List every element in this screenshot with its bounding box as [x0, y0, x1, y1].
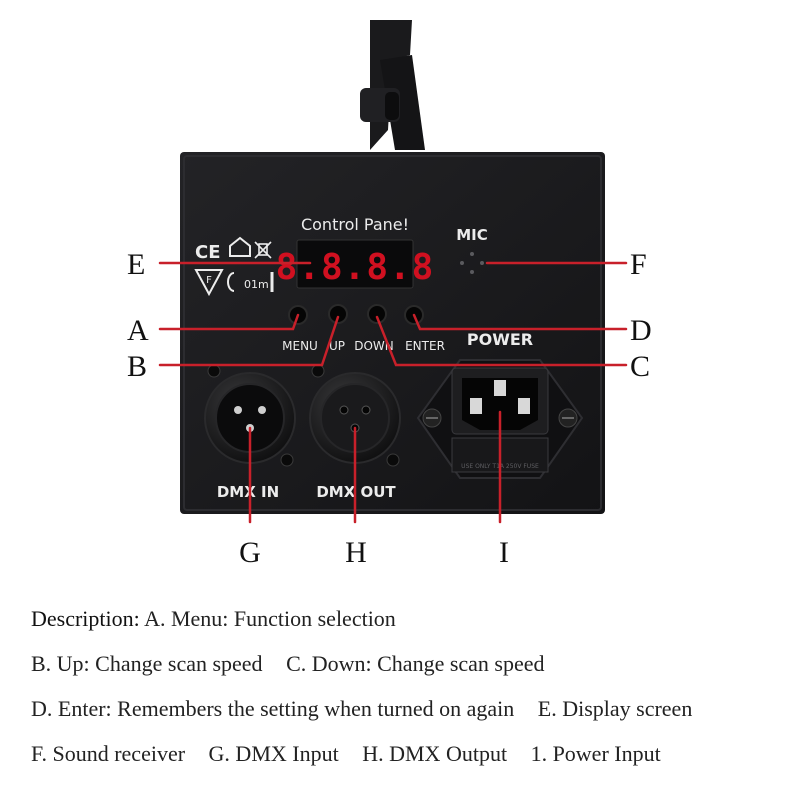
device-diagram: Control Pane! CE F 01m 8.8.8.8 MIC MENU … [127, 20, 652, 569]
description-g: G. DMX Input [208, 741, 339, 766]
distance-mark: 01m [227, 272, 274, 292]
callout-h: H [345, 536, 367, 569]
description-b: B. Up: Change scan speed [31, 651, 263, 676]
bin-icon [254, 241, 272, 259]
description-e: E. Display screen [537, 696, 693, 721]
down-button[interactable] [367, 304, 387, 324]
description-line-2: B. Up: Change scan speed C. Down: Change… [31, 651, 791, 677]
up-label: UP [329, 339, 345, 353]
menu-label: MENU [282, 339, 318, 353]
led-display-value: 8.8.8.8 [276, 247, 435, 288]
description-a: A. Menu: Function selection [144, 606, 396, 631]
callout-g: G [239, 536, 261, 569]
xlr-female-icon [309, 364, 401, 467]
callout-f: F [630, 248, 647, 281]
svg-text:F: F [206, 275, 212, 286]
callout-e: E [127, 248, 145, 281]
description-c: C. Down: Change scan speed [286, 651, 545, 676]
fire-triangle-icon: F [194, 269, 224, 297]
mic-label: MIC [456, 226, 488, 244]
callout-line-a [158, 313, 300, 331]
house-icon [229, 236, 251, 257]
down-label: DOWN [354, 339, 394, 353]
ce-mark: CE [195, 242, 221, 263]
callout-line-b [158, 315, 340, 367]
callout-d: D [630, 314, 652, 347]
svg-text:01m: 01m [244, 278, 269, 291]
callout-c: C [630, 350, 650, 383]
description-d: D. Enter: Remembers the setting when tur… [31, 696, 515, 721]
panel-title: Control Pane! [301, 215, 409, 234]
callout-line-d [412, 313, 628, 331]
callout-line-c [375, 315, 628, 367]
up-button[interactable] [328, 304, 348, 324]
mic-holes [460, 252, 484, 274]
description-f: F. Sound receiver [31, 741, 186, 766]
description-heading: Description: [31, 606, 140, 631]
description-line-1: Description: A. Menu: Function selection [31, 606, 791, 632]
callout-b: B [127, 350, 147, 383]
power-label: POWER [467, 330, 533, 349]
callout-i: I [499, 536, 509, 569]
enter-label: ENTER [405, 339, 445, 353]
description-h: H. DMX Output [362, 741, 508, 766]
dmx-out-label: DMX OUT [316, 483, 396, 501]
mounting-bracket [360, 20, 425, 150]
description-line-4: F. Sound receiver G. DMX Input H. DMX Ou… [31, 741, 791, 767]
callout-lines [158, 261, 628, 524]
description-line-3: D. Enter: Remembers the setting when tur… [31, 696, 791, 722]
dmx-in-label: DMX IN [217, 483, 279, 501]
description-i: 1. Power Input [530, 741, 661, 766]
callout-a: A [127, 314, 149, 347]
